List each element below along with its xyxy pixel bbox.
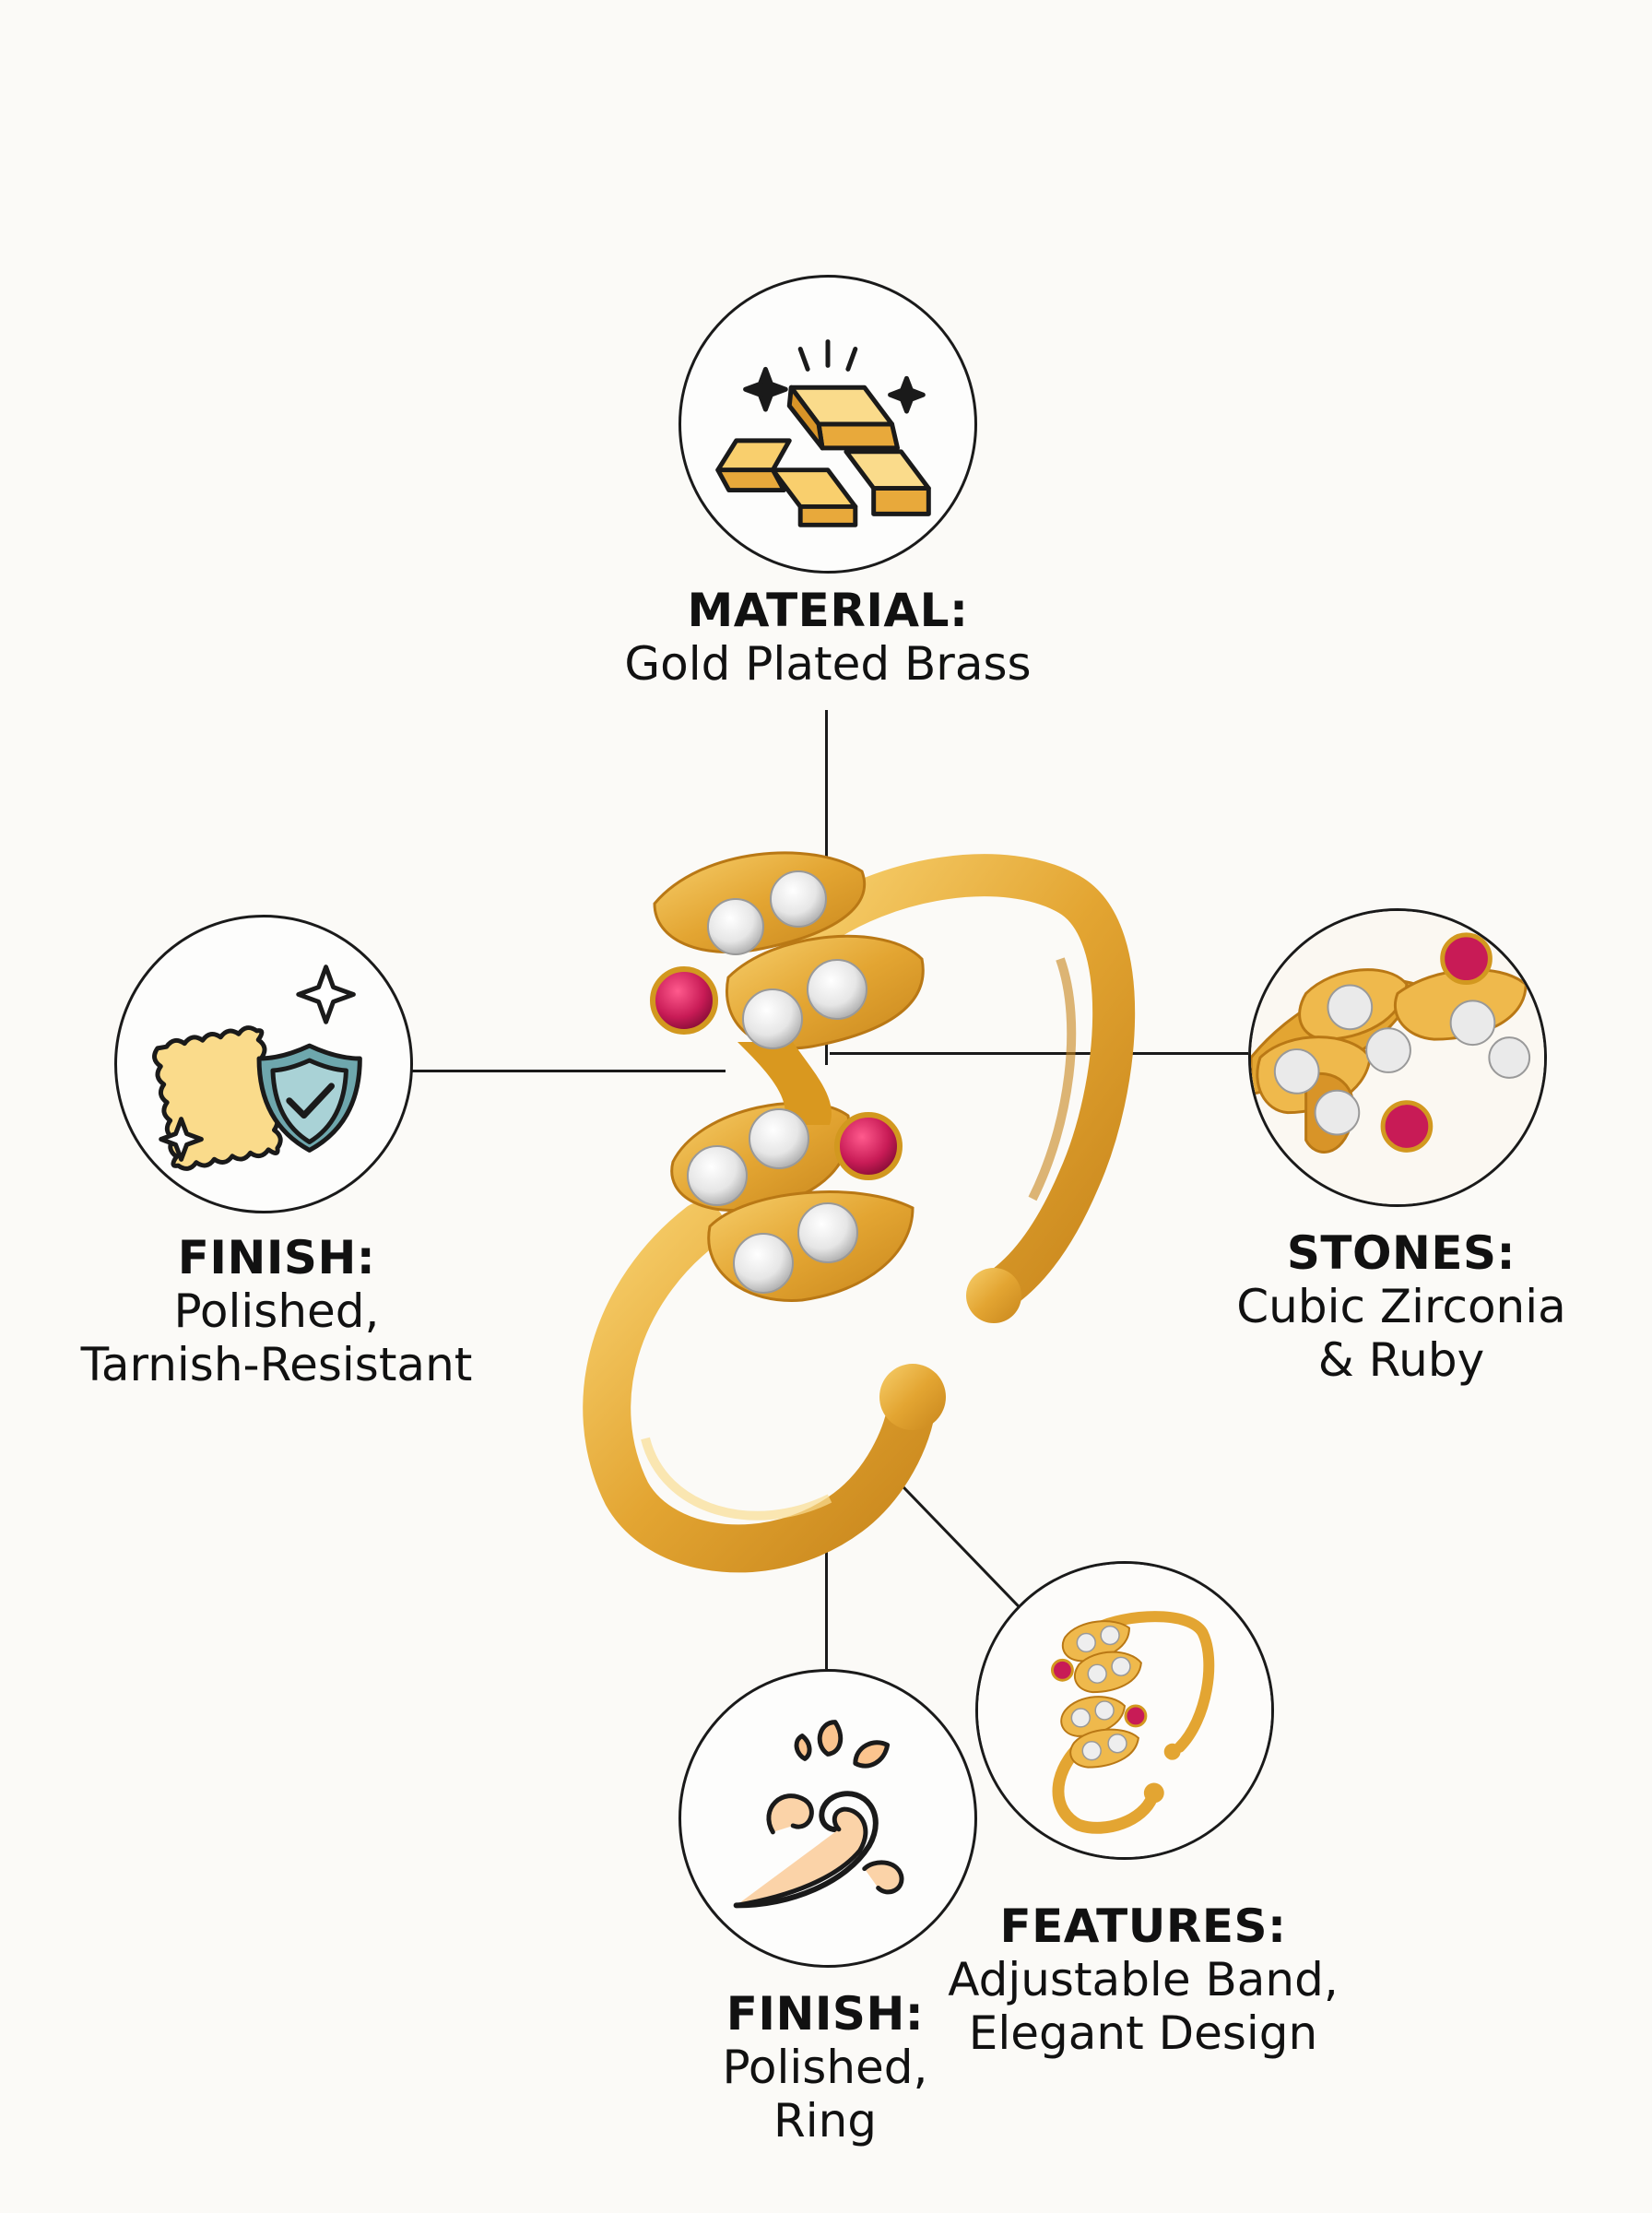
swirl-flourish-icon	[733, 1720, 904, 1909]
connector-finish-bottom	[825, 1544, 828, 1669]
stones-closeup-circle	[1248, 908, 1547, 1207]
ruby-stones	[650, 966, 903, 1180]
stones-heading: STONES:	[1286, 1226, 1516, 1280]
finish-left-line1: Polished,	[173, 1284, 380, 1338]
features-callout: FEATURES: Adjustable Band, Elegant Desig…	[913, 1899, 1374, 2060]
features-line1: Adjustable Band,	[948, 1953, 1339, 2006]
connector-finish-left	[412, 1070, 726, 1072]
material-icon-circle	[678, 275, 977, 574]
features-heading: FEATURES:	[999, 1899, 1287, 1953]
finish-bottom-icon-circle	[678, 1669, 977, 1968]
material-value: Gold Plated Brass	[624, 637, 1032, 691]
finish-bottom-heading: FINISH:	[726, 1987, 925, 2041]
features-thumbnail-circle	[975, 1561, 1274, 1860]
finish-left-line2: Tarnish-Resistant	[80, 1338, 473, 1391]
stones-callout: STONES: Cubic Zirconia & Ruby	[1198, 1226, 1604, 1387]
stones-line1: Cubic Zirconia	[1236, 1280, 1566, 1333]
connector-stones	[830, 1052, 1248, 1055]
finish-bottom-line2: Ring	[773, 2094, 878, 2148]
finish-bottom-callout: FINISH: Polished, Ring	[664, 1987, 986, 2148]
finish-left-callout: FINISH: Polished, Tarnish-Resistant	[37, 1231, 516, 1391]
material-callout: MATERIAL: Gold Plated Brass	[549, 584, 1106, 691]
finish-bottom-line1: Polished,	[722, 2041, 928, 2094]
gold-bars-icon	[715, 339, 931, 527]
shield-check-icon	[152, 964, 362, 1171]
finish-icon-circle	[114, 915, 413, 1213]
ring-band-front	[583, 1202, 937, 1573]
ring-end-upper	[966, 1268, 1021, 1323]
stones-line2: & Ruby	[1317, 1333, 1485, 1387]
cubic-zirconia-stones	[687, 870, 867, 1294]
ring-thumbnail	[978, 1564, 1271, 1857]
material-heading: MATERIAL:	[687, 584, 969, 637]
finish-left-heading: FINISH:	[177, 1231, 376, 1284]
ring-stones-closeup	[1251, 911, 1544, 1204]
ring-end-lower	[879, 1364, 946, 1430]
features-line2: Elegant Design	[968, 2006, 1318, 2060]
ring-band-back	[790, 854, 1136, 1308]
